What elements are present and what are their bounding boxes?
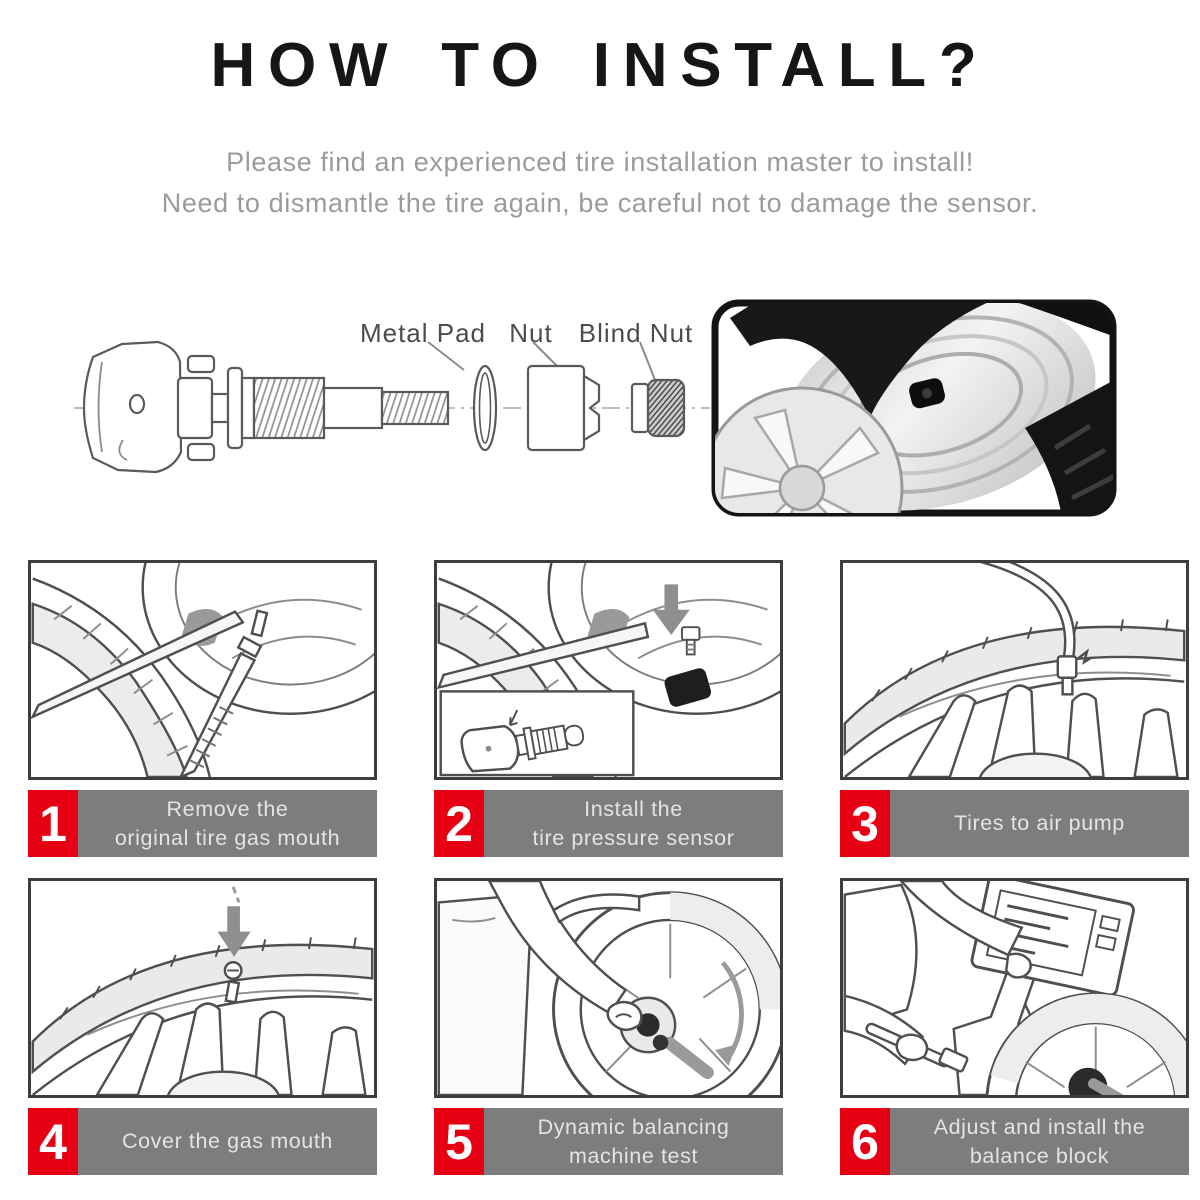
step-number-badge: 5 bbox=[434, 1108, 484, 1175]
step-caption: Dynamic balancing machine test bbox=[484, 1108, 783, 1175]
step-caption: Adjust and install the balance block bbox=[890, 1108, 1189, 1175]
step-4-caption-bar: 4 Cover the gas mouth bbox=[28, 1108, 377, 1175]
step-6-caption-bar: 6 Adjust and install the balance block bbox=[840, 1108, 1189, 1175]
step-3-caption-bar: 3 Tires to air pump bbox=[840, 790, 1189, 857]
step-6-illustration bbox=[840, 878, 1189, 1098]
photo-content bbox=[715, 303, 1113, 513]
step-number-badge: 2 bbox=[434, 790, 484, 857]
label-metal-pad: Metal Pad bbox=[359, 318, 487, 348]
page-subtitle: Please find an experienced tire installa… bbox=[0, 142, 1200, 223]
step-panel-4: 4 Cover the gas mouth bbox=[28, 878, 377, 1175]
step-3-illustration bbox=[840, 560, 1189, 780]
metal-pad-drawing bbox=[472, 364, 498, 452]
step-number-badge: 3 bbox=[840, 790, 890, 857]
step-5-illustration bbox=[434, 878, 783, 1098]
step-caption: Cover the gas mouth bbox=[78, 1108, 377, 1175]
step-panel-5: 5 Dynamic balancing machine test bbox=[434, 878, 783, 1175]
wheel-sensor-photo bbox=[711, 299, 1117, 517]
step-2-caption-bar: 2 Install the tire pressure sensor bbox=[434, 790, 783, 857]
step-number-badge: 4 bbox=[28, 1108, 78, 1175]
label-nut: Nut bbox=[509, 318, 553, 348]
step-caption: Remove the original tire gas mouth bbox=[78, 790, 377, 857]
step-1-caption-bar: 1 Remove the original tire gas mouth bbox=[28, 790, 377, 857]
step-caption: Tires to air pump bbox=[890, 790, 1189, 857]
step-caption: Install the tire pressure sensor bbox=[484, 790, 783, 857]
sensor-body-drawing bbox=[82, 340, 216, 474]
label-blind-nut: Blind Nut bbox=[578, 318, 694, 348]
page-title: HOW TO INSTALL? bbox=[210, 31, 990, 100]
subtitle-line-2: Need to dismantle the tire again, be car… bbox=[161, 187, 1039, 218]
sensor-exploded-diagram bbox=[74, 340, 710, 474]
valve-stem-drawing bbox=[210, 366, 450, 450]
nut-drawing bbox=[526, 364, 601, 452]
step-panel-1: 1 Remove the original tire gas mouth bbox=[28, 560, 377, 857]
step-panel-3: 3 Tires to air pump bbox=[840, 560, 1189, 857]
step-panel-6: 6 Adjust and install the balance block bbox=[840, 878, 1189, 1175]
step-1-illustration bbox=[28, 560, 377, 780]
step-number-badge: 6 bbox=[840, 1108, 890, 1175]
step-4-illustration bbox=[28, 878, 377, 1098]
step-2-illustration bbox=[434, 560, 783, 780]
step-number-badge: 1 bbox=[28, 790, 78, 857]
step-panel-2: 2 Install the tire pressure sensor bbox=[434, 560, 783, 857]
blind-nut-drawing bbox=[630, 378, 686, 438]
step-5-caption-bar: 5 Dynamic balancing machine test bbox=[434, 1108, 783, 1175]
subtitle-line-1: Please find an experienced tire installa… bbox=[226, 147, 974, 177]
leader-lines bbox=[427, 341, 656, 381]
